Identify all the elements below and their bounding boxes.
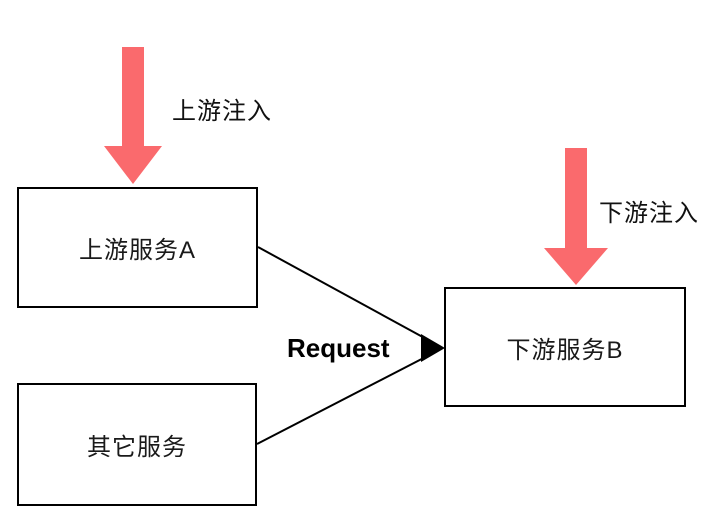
downstream-injection-label: 下游注入 [599, 200, 699, 227]
connector-upstream-to-downstream [257, 246, 442, 348]
node-other-services: 其它服务 [17, 383, 257, 506]
node-upstream-service-a-label: 上游服务A [78, 237, 196, 264]
downstream-injection-down-arrow-icon [544, 148, 608, 285]
upstream-injection-down-arrow-icon [104, 47, 162, 184]
node-upstream-service-a: 上游服务A [17, 187, 258, 308]
request-arrowhead-icon [421, 334, 445, 362]
node-downstream-service-b-label: 下游服务B [506, 336, 624, 364]
request-edge-label: Request [287, 333, 390, 363]
connector-other-to-downstream [256, 348, 442, 445]
upstream-injection-label: 上游注入 [172, 98, 272, 125]
node-other-services-label: 其它服务 [87, 434, 187, 461]
node-downstream-service-b: 下游服务B [444, 287, 686, 407]
